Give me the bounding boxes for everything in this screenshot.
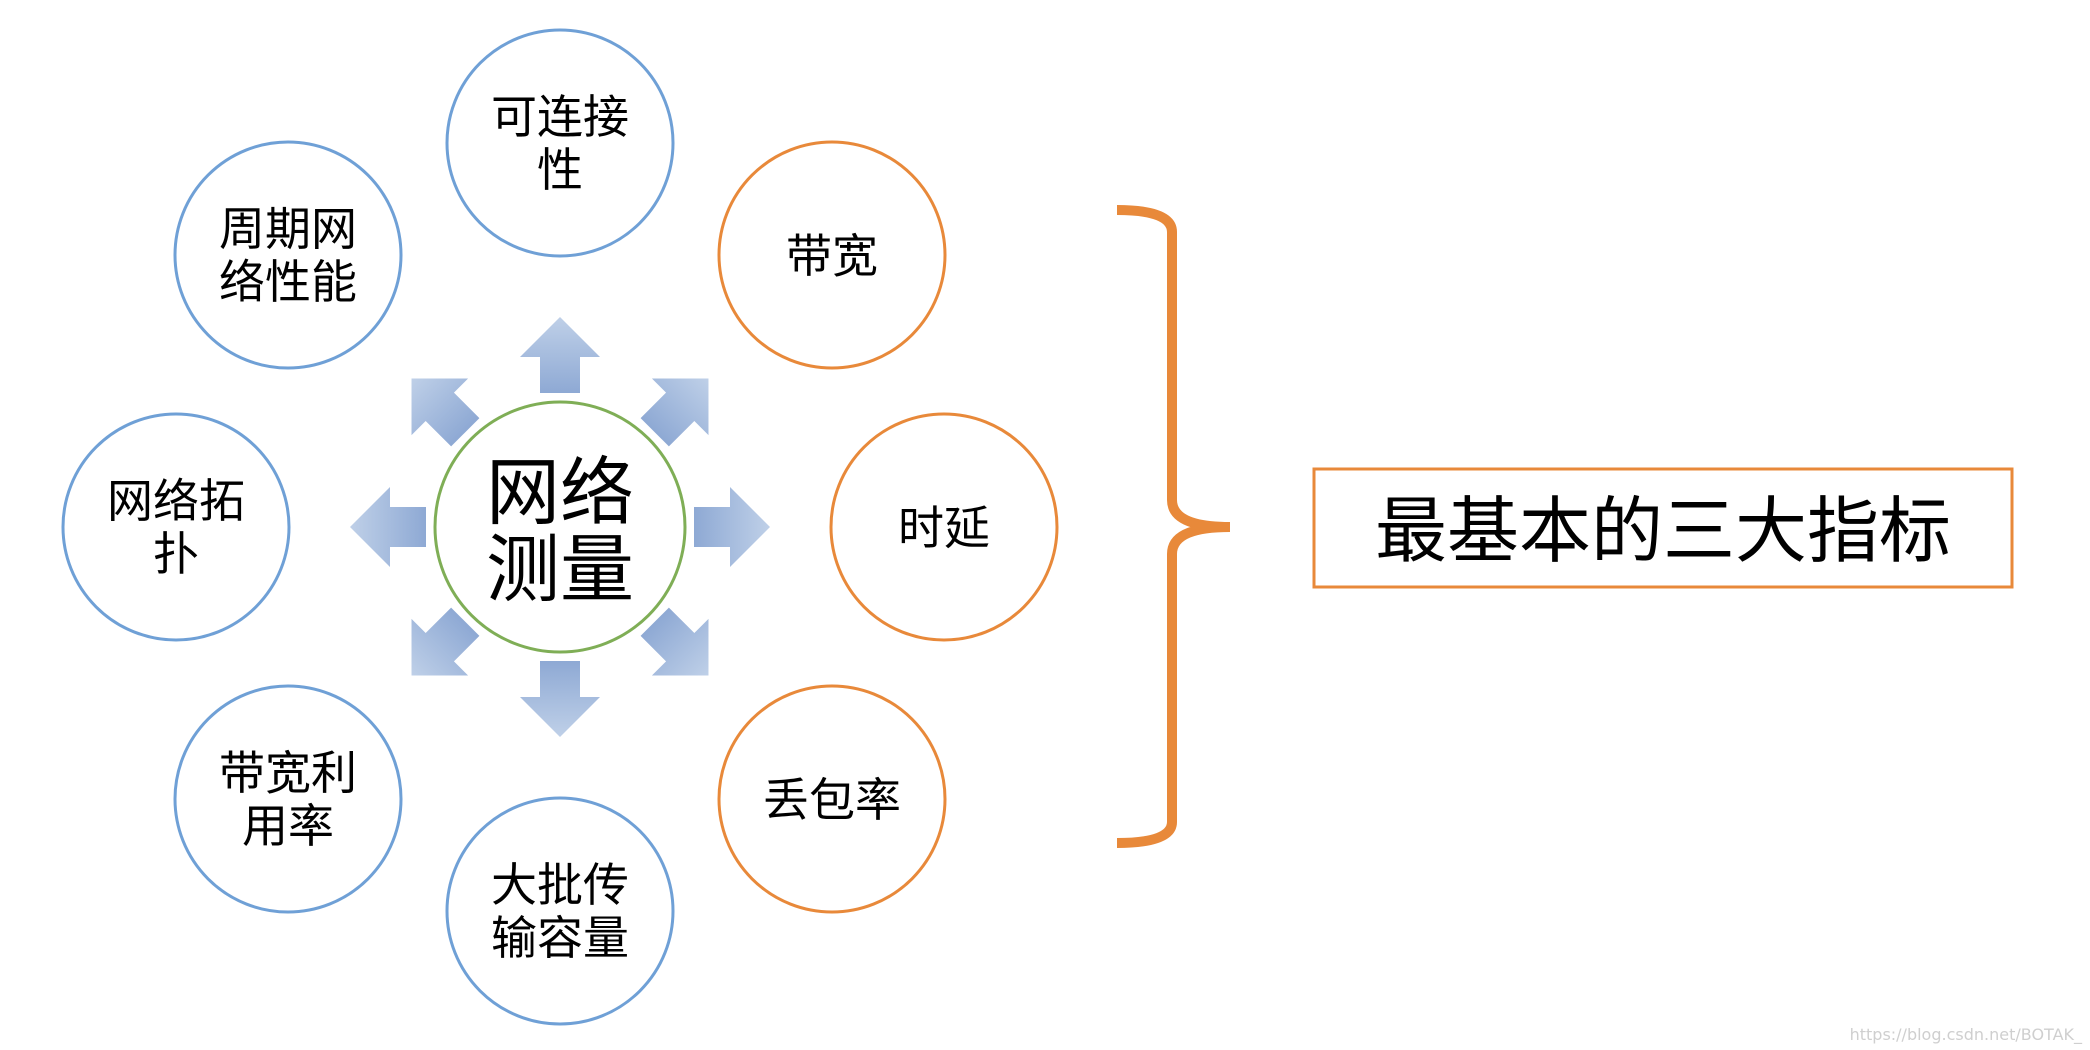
arrow-up-left: [411, 378, 480, 447]
node-label-line: 性: [537, 143, 583, 197]
node-circle: [829, 412, 1059, 642]
summary-box-label: 最基本的三大指标: [1375, 489, 1951, 573]
node-delay: 时延: [829, 412, 1059, 642]
arrow-right: [694, 487, 770, 567]
node-label-line: 周期网: [219, 202, 357, 256]
node-label-line: 大批传: [491, 858, 629, 912]
node-circle: [61, 412, 291, 642]
node-circle: [717, 684, 947, 914]
node-bandwidth: 带宽: [717, 140, 947, 370]
node-label-line: 带宽: [786, 229, 878, 283]
summary-box: 最基本的三大指标: [1312, 467, 2014, 589]
arrow-down-left: [411, 607, 480, 676]
node-circle: [445, 796, 675, 1026]
arrows-group: [350, 317, 770, 737]
node-label-line: 可连接: [491, 90, 629, 144]
node-circle: [445, 28, 675, 258]
node-circle: [173, 684, 403, 914]
arrow-down-right: [640, 607, 709, 676]
node-connectivity: 可连接 性: [445, 28, 675, 258]
node-label-line: 时延: [898, 501, 990, 555]
node-packet-loss: 丢包率: [717, 684, 947, 914]
watermark: https://blog.csdn.net/BOTAK_: [1850, 1025, 2083, 1045]
curly-brace: [1116, 205, 1231, 848]
summary-box-border: [1312, 467, 2014, 589]
node-bulk-transfer: 大批传 输容量: [445, 796, 675, 1026]
center-node: 网络 测量: [433, 400, 687, 654]
center-label-line-2: 测量: [486, 527, 634, 613]
node-bandwidth-utilization: 带宽利 用率: [173, 684, 403, 914]
node-circle: [173, 140, 403, 370]
arrow-down: [520, 661, 600, 737]
center-circle: [433, 400, 687, 654]
arrow-up: [520, 317, 600, 393]
node-label-line: 带宽利: [219, 746, 357, 800]
node-label-line: 网络拓: [107, 474, 245, 528]
arrow-up-right: [640, 378, 709, 447]
node-topology: 网络拓 扑: [61, 412, 291, 642]
center-label-line-1: 网络: [486, 450, 634, 536]
node-label-line: 丢包率: [763, 773, 901, 827]
arrow-left: [350, 487, 426, 567]
node-circle: [717, 140, 947, 370]
node-label-line: 扑: [153, 527, 199, 581]
node-label-line: 络性能: [219, 255, 357, 309]
node-label-line: 用率: [242, 799, 334, 853]
node-label-line: 输容量: [491, 911, 629, 965]
node-periodic-performance: 周期网 络性能: [173, 140, 403, 370]
